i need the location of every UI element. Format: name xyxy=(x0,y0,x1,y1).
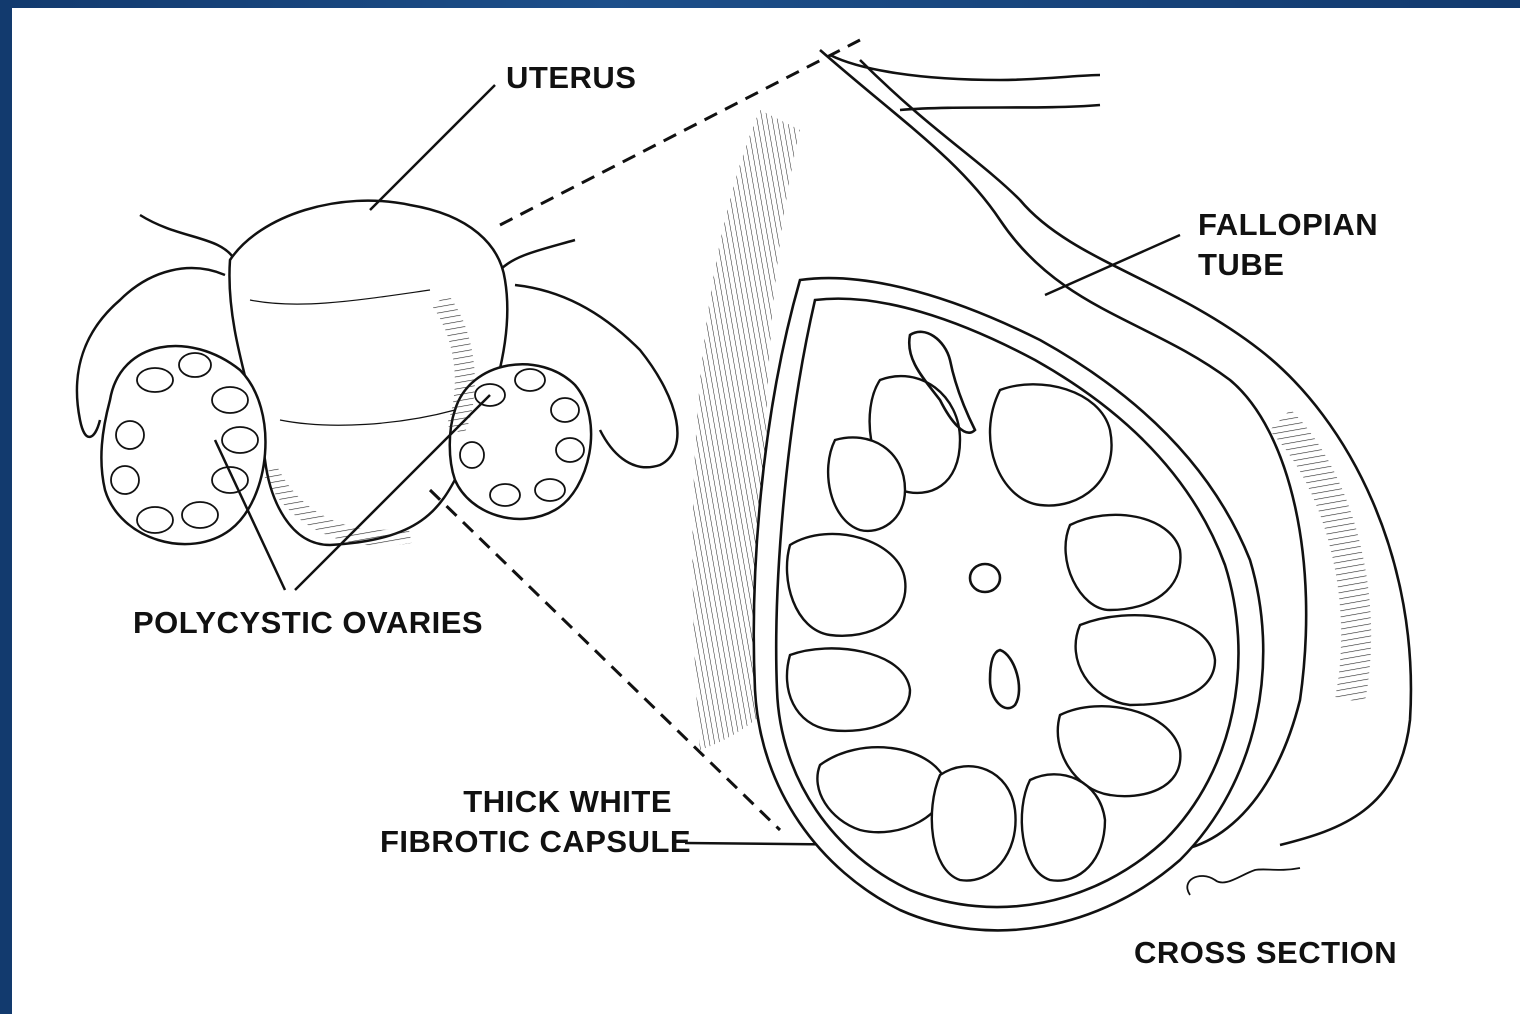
cross-section-label: CROSS SECTION xyxy=(1134,933,1397,973)
fallopian-tube-label-line2: TUBE xyxy=(1198,245,1284,285)
uterus-drawing xyxy=(77,201,677,545)
capsule-label-line1: THICK WHITE xyxy=(380,782,672,822)
capsule-label-line2: FIBROTIC CAPSULE xyxy=(380,822,672,862)
polycystic-ovaries-label: POLYCYSTIC OVARIES xyxy=(133,603,483,643)
cross-section-drawing xyxy=(693,50,1411,930)
uterus-label: UTERUS xyxy=(506,58,636,98)
fallopian-tube-label-line1: FALLOPIAN xyxy=(1198,205,1378,245)
